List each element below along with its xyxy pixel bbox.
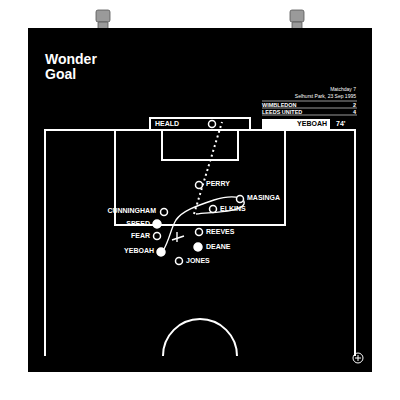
- match-info: Matchday 7: [330, 87, 356, 93]
- player-label: SPEED: [126, 220, 150, 228]
- poster-title: Wonder Goal: [45, 52, 115, 83]
- player-label: CUNNINGHAM: [107, 207, 156, 215]
- brand-icon: [353, 353, 363, 363]
- team-name: LEEDS UNITED: [262, 109, 302, 115]
- player-label: ELKINS: [220, 205, 246, 213]
- player-label: HEALD: [155, 120, 179, 128]
- table-rule: [262, 101, 357, 115]
- shot-line: [194, 122, 222, 214]
- goal-minute: 74': [336, 120, 345, 128]
- pitch-lines: [45, 118, 355, 356]
- player-label: JONES: [186, 257, 210, 265]
- scorer-name: YEBOAH: [297, 120, 327, 128]
- match-info: Selhurst Park, 23 Sep 1995: [295, 94, 356, 100]
- player-label: PERRY: [206, 180, 230, 188]
- team-name: WIMBLEDON: [262, 102, 297, 108]
- player-label: YEBOAH: [124, 247, 154, 255]
- run-path: [164, 197, 244, 249]
- player-label: DEANE: [206, 243, 231, 251]
- poster-ground: [28, 28, 372, 372]
- player-label: MASINGA: [247, 194, 280, 202]
- team-score: 4: [353, 109, 356, 115]
- player-label: FEAR: [131, 232, 150, 240]
- team-score: 2: [353, 102, 356, 108]
- player-dot: [153, 121, 244, 265]
- scorer-box: [262, 119, 330, 129]
- player-label: REEVES: [206, 228, 234, 236]
